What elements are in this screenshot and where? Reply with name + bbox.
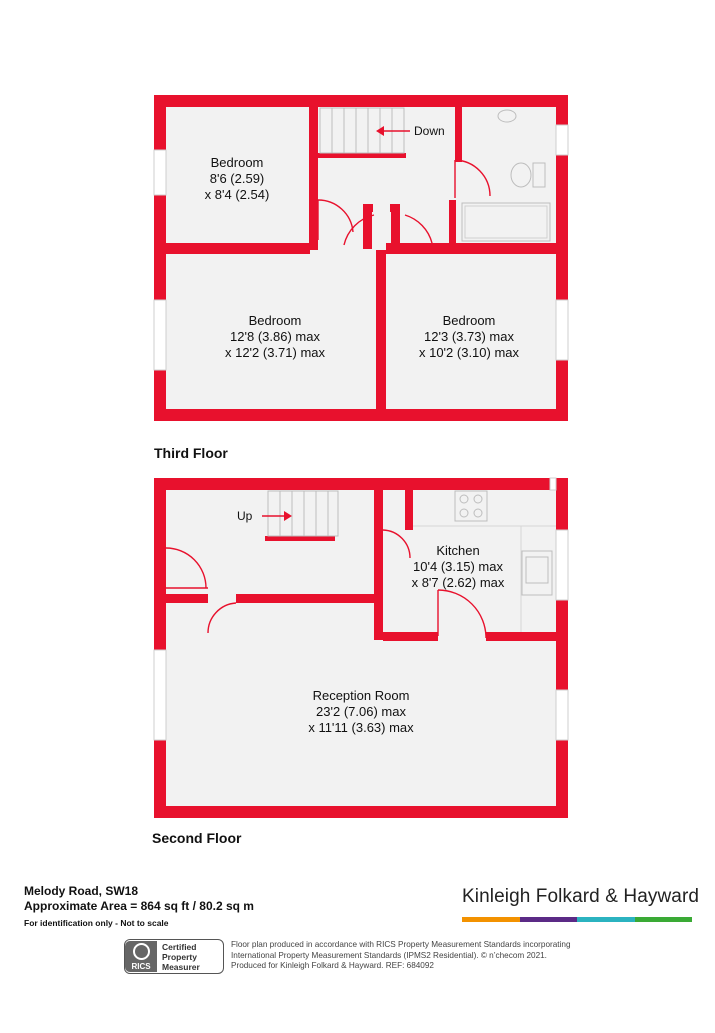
rics-logo-icon	[132, 942, 150, 960]
svg-text:x 8'7 (2.62) max: x 8'7 (2.62) max	[412, 575, 505, 590]
bath-icon	[461, 202, 551, 242]
brand-name: Kinleigh Folkard & Hayward	[462, 886, 700, 907]
room-label-bedroom-right: Bedroom 12'3 (3.73) max x 10'2 (3.10) ma…	[419, 313, 520, 360]
disclaimer-line2: International Property Measurement Stand…	[231, 950, 547, 960]
brand-stripe-green	[634, 917, 692, 922]
room-label-bedroom-small: Bedroom 8'6 (2.59) x 8'4 (2.54)	[205, 155, 270, 202]
rics-line3: Measurer	[162, 961, 200, 972]
floor-plan: Down Bedroom 8'6 (2.59) x 8'4 (2.54) Bed…	[152, 95, 569, 846]
disclaimer: Floor plan produced in accordance with R…	[231, 940, 591, 972]
property-info: Melody Road, SW18 Approximate Area = 864…	[24, 884, 254, 931]
brand-stripe-purple	[519, 917, 577, 922]
second-floor-plan: Up Kitchen 10'4 (3.15) max x 8'7 (2.62) …	[152, 477, 569, 846]
room-label-bedroom-left: Bedroom 12'8 (3.86) max x 12'2 (3.71) ma…	[225, 313, 326, 360]
property-area: Approximate Area = 864 sq ft / 80.2 sq m	[24, 899, 254, 913]
rics-badge-text: Certified Property Measurer	[157, 942, 200, 972]
room-label-reception: Reception Room 23'2 (7.06) max x 11'11 (…	[308, 688, 414, 735]
svg-text:Bedroom: Bedroom	[249, 313, 302, 328]
arrow-left-icon	[376, 126, 410, 136]
brand-stripe-orange	[462, 917, 520, 922]
staircase-down	[319, 107, 405, 154]
room-label-kitchen: Kitchen 10'4 (3.15) max x 8'7 (2.62) max	[412, 543, 505, 590]
svg-text:8'6 (2.59): 8'6 (2.59)	[210, 171, 265, 186]
svg-text:23'2 (7.06) max: 23'2 (7.06) max	[316, 704, 406, 719]
svg-text:12'3 (3.73) max: 12'3 (3.73) max	[424, 329, 514, 344]
brand-stripe-teal	[577, 917, 635, 922]
brand-stripes	[462, 917, 692, 922]
second-floor-area	[154, 478, 568, 818]
basin-icon	[497, 109, 517, 123]
arrow-right-icon	[262, 511, 292, 521]
staircase-up	[267, 490, 339, 537]
svg-text:Bedroom: Bedroom	[443, 313, 496, 328]
svg-text:Reception Room: Reception Room	[313, 688, 410, 703]
floor-label-second: Second Floor	[152, 830, 242, 846]
third-floor-area	[154, 95, 568, 421]
disclaimer-line3: Produced for Kinleigh Folkard & Hayward.…	[231, 961, 434, 970]
svg-text:x 12'2 (3.71) max: x 12'2 (3.71) max	[225, 345, 326, 360]
svg-text:Bedroom: Bedroom	[211, 155, 264, 170]
rics-line2: Property	[162, 951, 197, 962]
stair-down-label: Down	[414, 124, 445, 138]
floor-label-third: Third Floor	[154, 445, 228, 461]
rics-logo: RICS	[125, 941, 157, 972]
toilet-icon	[510, 162, 546, 188]
property-note: For identification only - Not to scale	[24, 918, 169, 928]
property-address: Melody Road, SW18	[24, 884, 139, 898]
rics-line1: Certified	[162, 941, 197, 952]
disclaimer-line1: Floor plan produced in accordance with R…	[231, 940, 571, 949]
sink-icon	[521, 550, 553, 596]
svg-text:Kitchen: Kitchen	[436, 543, 479, 558]
svg-text:x 11'11 (3.63) max: x 11'11 (3.63) max	[308, 720, 414, 735]
third-floor-plan: Down Bedroom 8'6 (2.59) x 8'4 (2.54) Bed…	[153, 95, 569, 461]
svg-text:12'8 (3.86) max: 12'8 (3.86) max	[230, 329, 320, 344]
svg-text:10'4 (3.15) max: 10'4 (3.15) max	[413, 559, 503, 574]
svg-text:x 8'4 (2.54): x 8'4 (2.54)	[205, 187, 270, 202]
stair-up-label: Up	[237, 509, 253, 523]
svg-text:x 10'2 (3.10) max: x 10'2 (3.10) max	[419, 345, 520, 360]
rics-logo-text: RICS	[131, 961, 151, 971]
hob-icon	[454, 490, 488, 522]
rics-badge: RICS Certified Property Measurer	[124, 939, 224, 974]
